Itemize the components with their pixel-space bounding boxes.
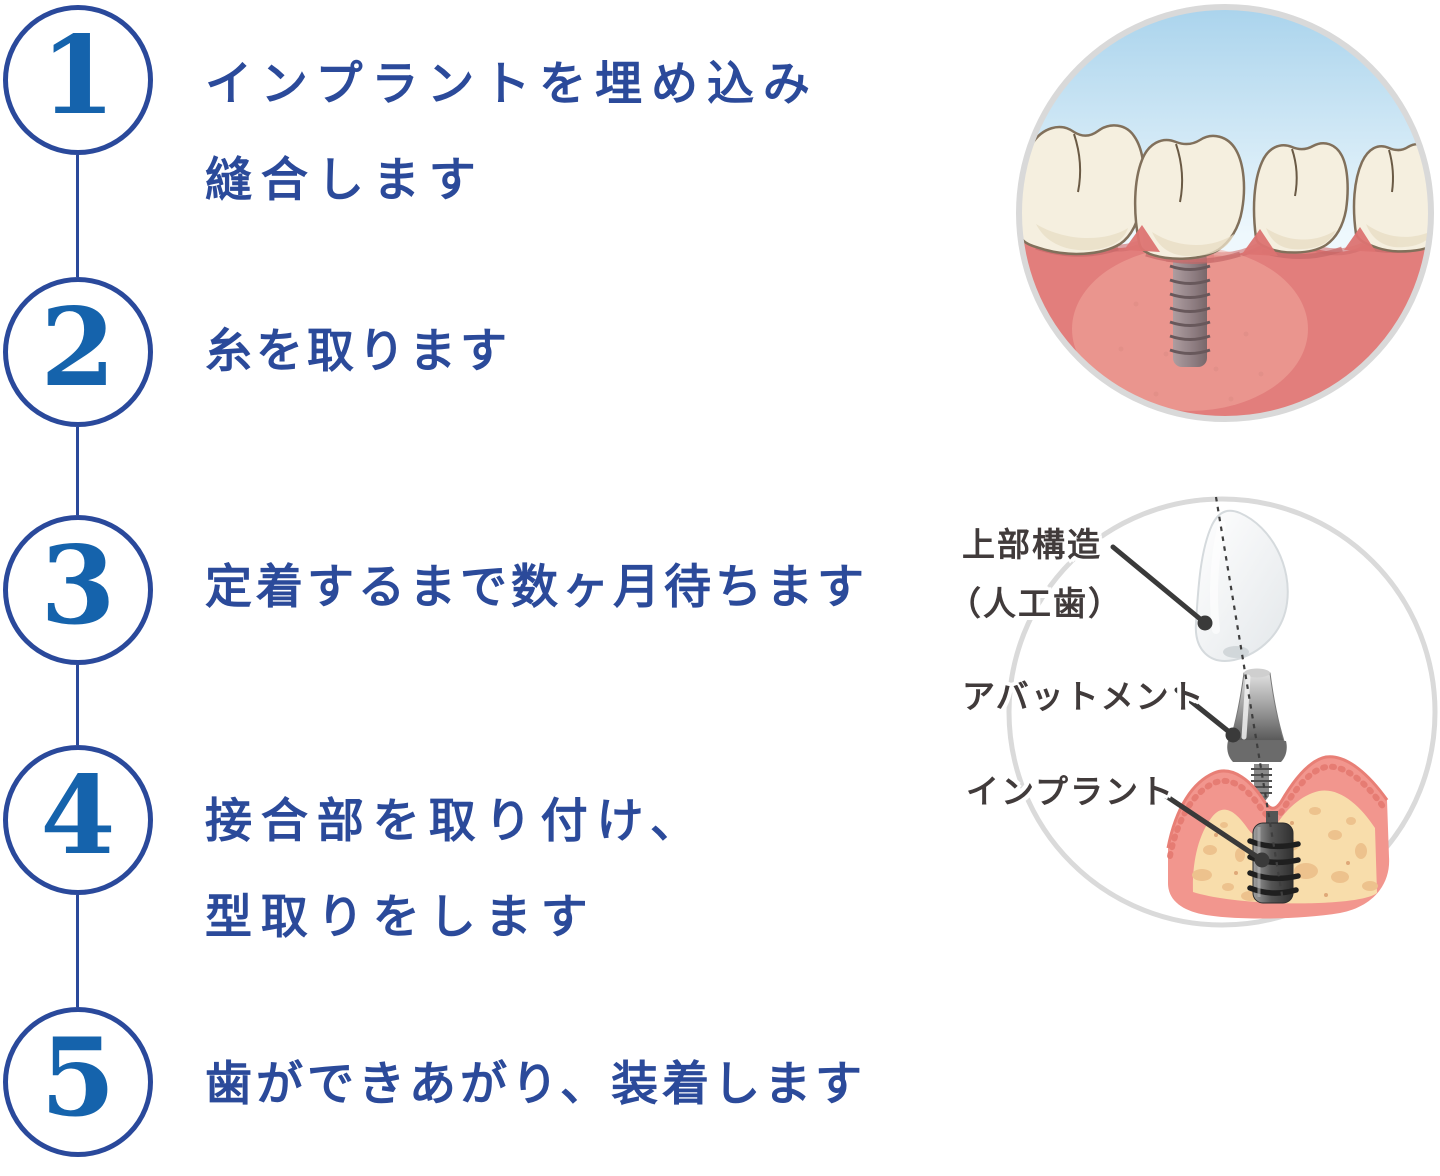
crown-artificial-tooth <box>1194 509 1289 662</box>
implant-structure-diagram: 上部構造 （人工歯） アバットメント インプラント <box>940 455 1440 975</box>
abutment <box>1227 668 1287 762</box>
step-3-text: 定着するまで数ヶ月待ちます <box>205 540 868 636</box>
step-2-text: 糸を取ります <box>205 304 511 400</box>
tooth-3 <box>1252 142 1349 254</box>
step-1-line-2: 縫合します <box>205 153 485 208</box>
step-2-number-circle: 2 <box>3 277 153 427</box>
step-4-line-1: 接合部を取り付け、 <box>205 794 707 849</box>
label-leader-dots <box>1197 615 1270 868</box>
teeth-row <box>1020 124 1430 261</box>
teeth-shading <box>1036 224 1430 257</box>
implant-structure-svg <box>1006 496 1438 928</box>
label-crown-line-2: （人工歯） <box>948 584 1123 623</box>
step-4-text: 接合部を取り付け、 型取りをします <box>205 774 706 966</box>
interdental-papillae <box>1124 225 1376 256</box>
axis-dashed-line <box>1214 496 1285 902</box>
label-implant: インプラント <box>966 772 1176 811</box>
label-abutment: アバットメント <box>962 677 1206 716</box>
step-connector-4-5 <box>76 895 79 1007</box>
step-5-number-circle: 5 <box>3 1007 153 1157</box>
step-1-number: 1 <box>40 13 116 139</box>
step-5-number: 5 <box>40 1015 116 1141</box>
step-2-number: 2 <box>40 285 116 411</box>
step-connector-3-4 <box>76 665 79 745</box>
step-1-number-circle: 1 <box>3 5 153 155</box>
step-3-number: 3 <box>40 523 116 649</box>
implant-leader-line <box>1154 787 1265 863</box>
implant-healing-illustration <box>1016 4 1436 424</box>
tooth-1 <box>1020 124 1146 256</box>
teeth-creases <box>1073 133 1394 203</box>
step-3-number-circle: 3 <box>3 515 153 665</box>
step-4-number-circle: 4 <box>3 745 153 895</box>
label-crown-line-1: 上部構造 <box>962 525 1102 564</box>
step-1-text: インプラントを埋め込み 縫合します <box>205 37 819 229</box>
step-1-line-1: インプラントを埋め込み <box>205 57 819 112</box>
step-5-line-1: 歯ができあがり、装着します <box>205 1057 867 1112</box>
implant-healing-svg <box>1016 4 1434 422</box>
tooth-2 <box>1133 134 1246 261</box>
step-connector-1-2 <box>76 155 79 277</box>
crown-leader-line <box>1110 544 1208 626</box>
gum-surface-line <box>1166 755 1389 849</box>
label-leader-lines <box>1110 544 1265 863</box>
tooth-4 <box>1352 143 1430 253</box>
abutment-leader-line <box>1174 687 1236 738</box>
step-2-line-1: 糸を取ります <box>205 324 511 379</box>
step-4-number: 4 <box>40 753 116 879</box>
step-3-line-1: 定着するまで数ヶ月待ちます <box>205 560 868 615</box>
step-4-line-2: 型取りをします <box>205 890 597 945</box>
step-connector-2-3 <box>76 427 79 515</box>
step-5-text: 歯ができあがり、装着します <box>205 1037 866 1133</box>
top-circle-ring <box>1016 4 1434 422</box>
